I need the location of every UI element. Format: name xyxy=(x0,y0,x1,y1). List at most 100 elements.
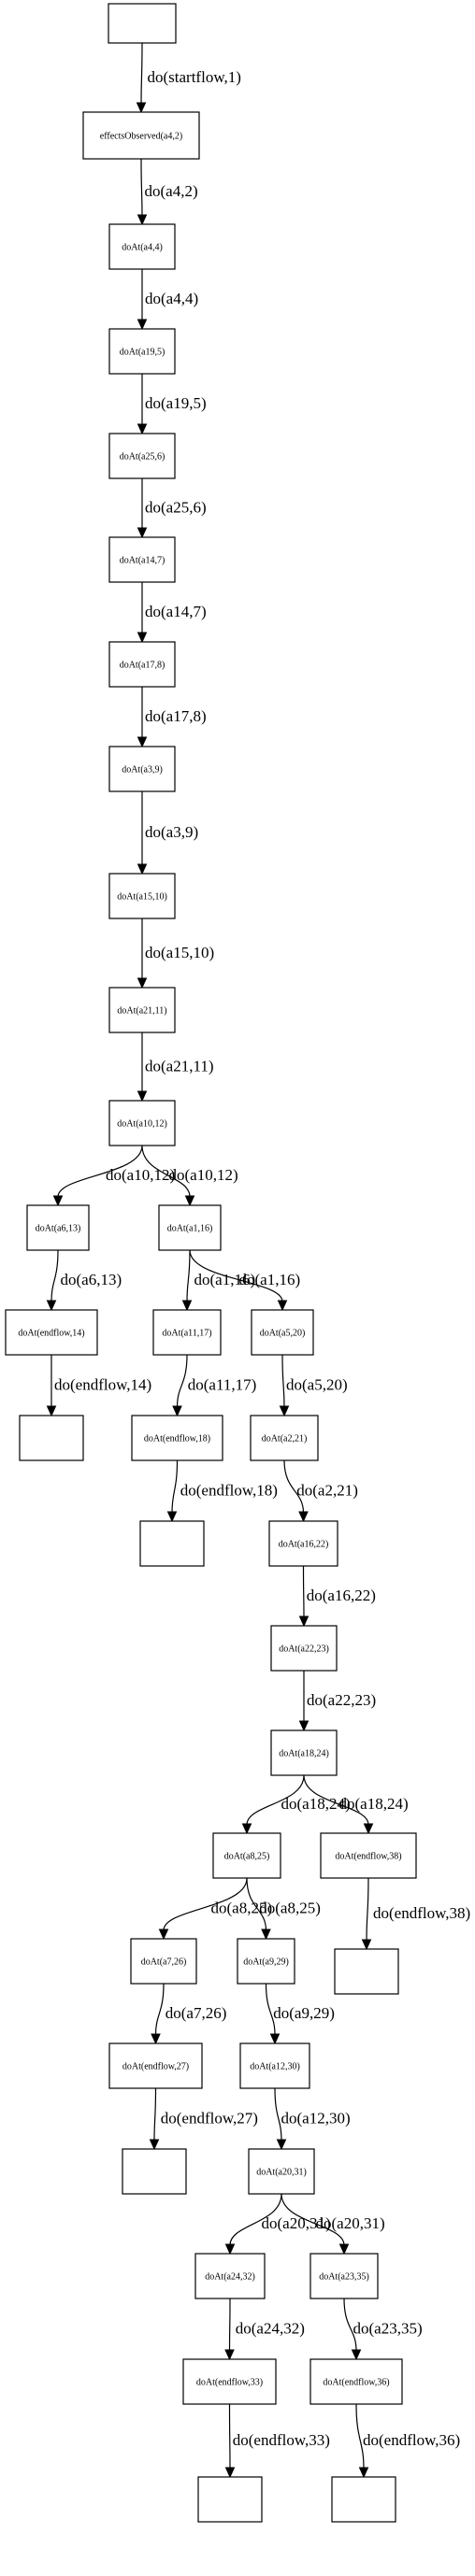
node-label: doAt(a25,6) xyxy=(120,452,166,463)
edge-line xyxy=(163,1877,248,1931)
edge-line xyxy=(154,1983,165,2036)
node-label: doAt(endflow,18) xyxy=(144,1434,210,1445)
node-doat-endflow-36: doAt(endflow,36) xyxy=(309,2358,403,2405)
arrowhead xyxy=(137,736,148,748)
node-doat-a10-12: doAt(a10,12) xyxy=(108,1100,176,1146)
node-box xyxy=(108,746,176,792)
edge-label: do(a5,20) xyxy=(286,1376,348,1394)
edge-label: do(a25,6) xyxy=(145,499,207,517)
node-box xyxy=(122,2148,187,2195)
node-doat-a23-35: doAt(a23,35) xyxy=(309,2253,379,2299)
edge-do-a10-12: do(a10,12) xyxy=(141,1145,238,1207)
edge-label: do(a7,26) xyxy=(166,2004,227,2022)
node-doat-endflow-33: doAt(endflow,33) xyxy=(182,2358,277,2405)
edge-line xyxy=(171,1459,179,1514)
node-box xyxy=(108,2042,203,2089)
edge-do-a22-23: do(a22,23) xyxy=(298,1670,376,1732)
node-doat-a2-21: doAt(a2,21) xyxy=(250,1415,319,1461)
node-label: doAt(endflow,14) xyxy=(18,1329,84,1339)
node-empty xyxy=(108,3,177,44)
node-box xyxy=(239,2042,310,2089)
node-label: doAt(a14,7) xyxy=(120,556,166,566)
node-box xyxy=(158,1204,222,1251)
node-label: doAt(a10,12) xyxy=(117,1119,167,1130)
edge-line xyxy=(366,1877,369,1942)
edge-line xyxy=(246,1877,267,1931)
edge-label: do(a6,13) xyxy=(61,1271,122,1288)
node-box xyxy=(237,1938,295,1985)
edge-label: do(a9,29) xyxy=(273,2004,335,2022)
node-label: doAt(a12,30) xyxy=(250,2062,300,2072)
node-effectsobserved-a4-2: effectsObserved(a4,2) xyxy=(82,111,200,160)
node-empty xyxy=(334,1948,399,1995)
edge-do-a18-24: do(a18,24) xyxy=(303,1774,409,1835)
node-label: doAt(a2,21) xyxy=(262,1434,308,1445)
edge-line xyxy=(246,1774,305,1826)
node-box xyxy=(108,536,176,583)
node-label: doAt(a9,29) xyxy=(243,1957,289,1968)
node-doat-a18-24: doAt(a18,24) xyxy=(270,1729,338,1776)
node-box xyxy=(108,328,176,375)
node-box xyxy=(152,1309,222,1356)
node-doat-a22-23: doAt(a22,23) xyxy=(270,1625,338,1672)
node-box xyxy=(248,2148,315,2195)
edge-line xyxy=(189,1249,283,1302)
node-box xyxy=(108,987,176,1033)
arrowhead xyxy=(269,2033,281,2045)
node-doat-a7-26: doAt(a7,26) xyxy=(130,1938,197,1985)
node-label: doAt(a4,4) xyxy=(122,243,163,253)
node-label: doAt(a1,16) xyxy=(167,1224,213,1234)
edge-line xyxy=(140,158,143,217)
arrowhead xyxy=(298,1615,309,1628)
edge-do-a20-31: do(a20,31) xyxy=(224,2193,331,2256)
node-doat-a8-25: doAt(a8,25) xyxy=(212,1832,281,1879)
node-label: doAt(a3,9) xyxy=(122,765,163,776)
arrowhead xyxy=(166,1511,178,1523)
edge-line xyxy=(303,1774,369,1826)
edge-label: do(a4,2) xyxy=(145,182,198,200)
node-label: doAt(a18,24) xyxy=(279,1749,329,1759)
edge-label: do(startflow,1) xyxy=(148,68,241,86)
edge-do-a1-16: do(a1,16) xyxy=(181,1249,256,1312)
arrowhead xyxy=(151,2033,161,2045)
edge-line xyxy=(283,1459,305,1514)
edge-label: do(a24,32) xyxy=(236,2320,305,2338)
node-box xyxy=(130,1938,197,1985)
node-label: doAt(a24,32) xyxy=(205,2272,255,2283)
arrowhead xyxy=(136,102,147,114)
arrowhead xyxy=(137,1090,148,1103)
edge-label: do(a21,11) xyxy=(145,1058,214,1075)
edge-line xyxy=(228,2298,231,2352)
node-box xyxy=(331,2476,396,2523)
edge-label: do(a1,16) xyxy=(194,1271,256,1288)
edge-label: do(a20,31) xyxy=(316,2214,385,2232)
node-empty xyxy=(197,2476,263,2523)
node-box xyxy=(268,1520,338,1567)
edge-do-a7-26: do(a7,26) xyxy=(151,1983,227,2045)
arrowhead xyxy=(137,423,148,435)
edge-do-a16-22: do(a16,22) xyxy=(298,1565,376,1628)
node-doat-a14-7: doAt(a14,7) xyxy=(108,536,176,583)
arrowhead xyxy=(224,2467,236,2479)
edge-label: do(a18,24) xyxy=(281,1795,351,1813)
node-label: doAt(a15,10) xyxy=(117,892,167,903)
edge-do-a11-17: do(a11,17) xyxy=(172,1354,256,1417)
arrowhead xyxy=(172,1405,182,1417)
edge-label: do(a20,31) xyxy=(262,2214,331,2232)
arrowhead xyxy=(46,1405,57,1417)
arrowhead xyxy=(137,632,148,644)
node-box xyxy=(212,1832,281,1879)
node-label: doAt(a7,26) xyxy=(141,1957,187,1968)
arrowhead xyxy=(298,1511,309,1523)
edge-line xyxy=(229,2193,282,2246)
edge-do-a21-11: do(a21,11) xyxy=(137,1032,214,1103)
node-label: doAt(a20,31) xyxy=(256,2168,307,2178)
edge-label: do(a10,12) xyxy=(169,1166,238,1184)
edge-do-a18-24: do(a18,24) xyxy=(241,1774,351,1835)
arrowhead xyxy=(277,1300,288,1312)
node-box xyxy=(108,433,176,479)
edge-do-a10-12: do(a10,12) xyxy=(52,1145,175,1207)
nodes-layer: effectsObserved(a4,2)doAt(a4,4)doAt(a19,… xyxy=(5,3,417,2523)
node-box xyxy=(108,3,177,44)
